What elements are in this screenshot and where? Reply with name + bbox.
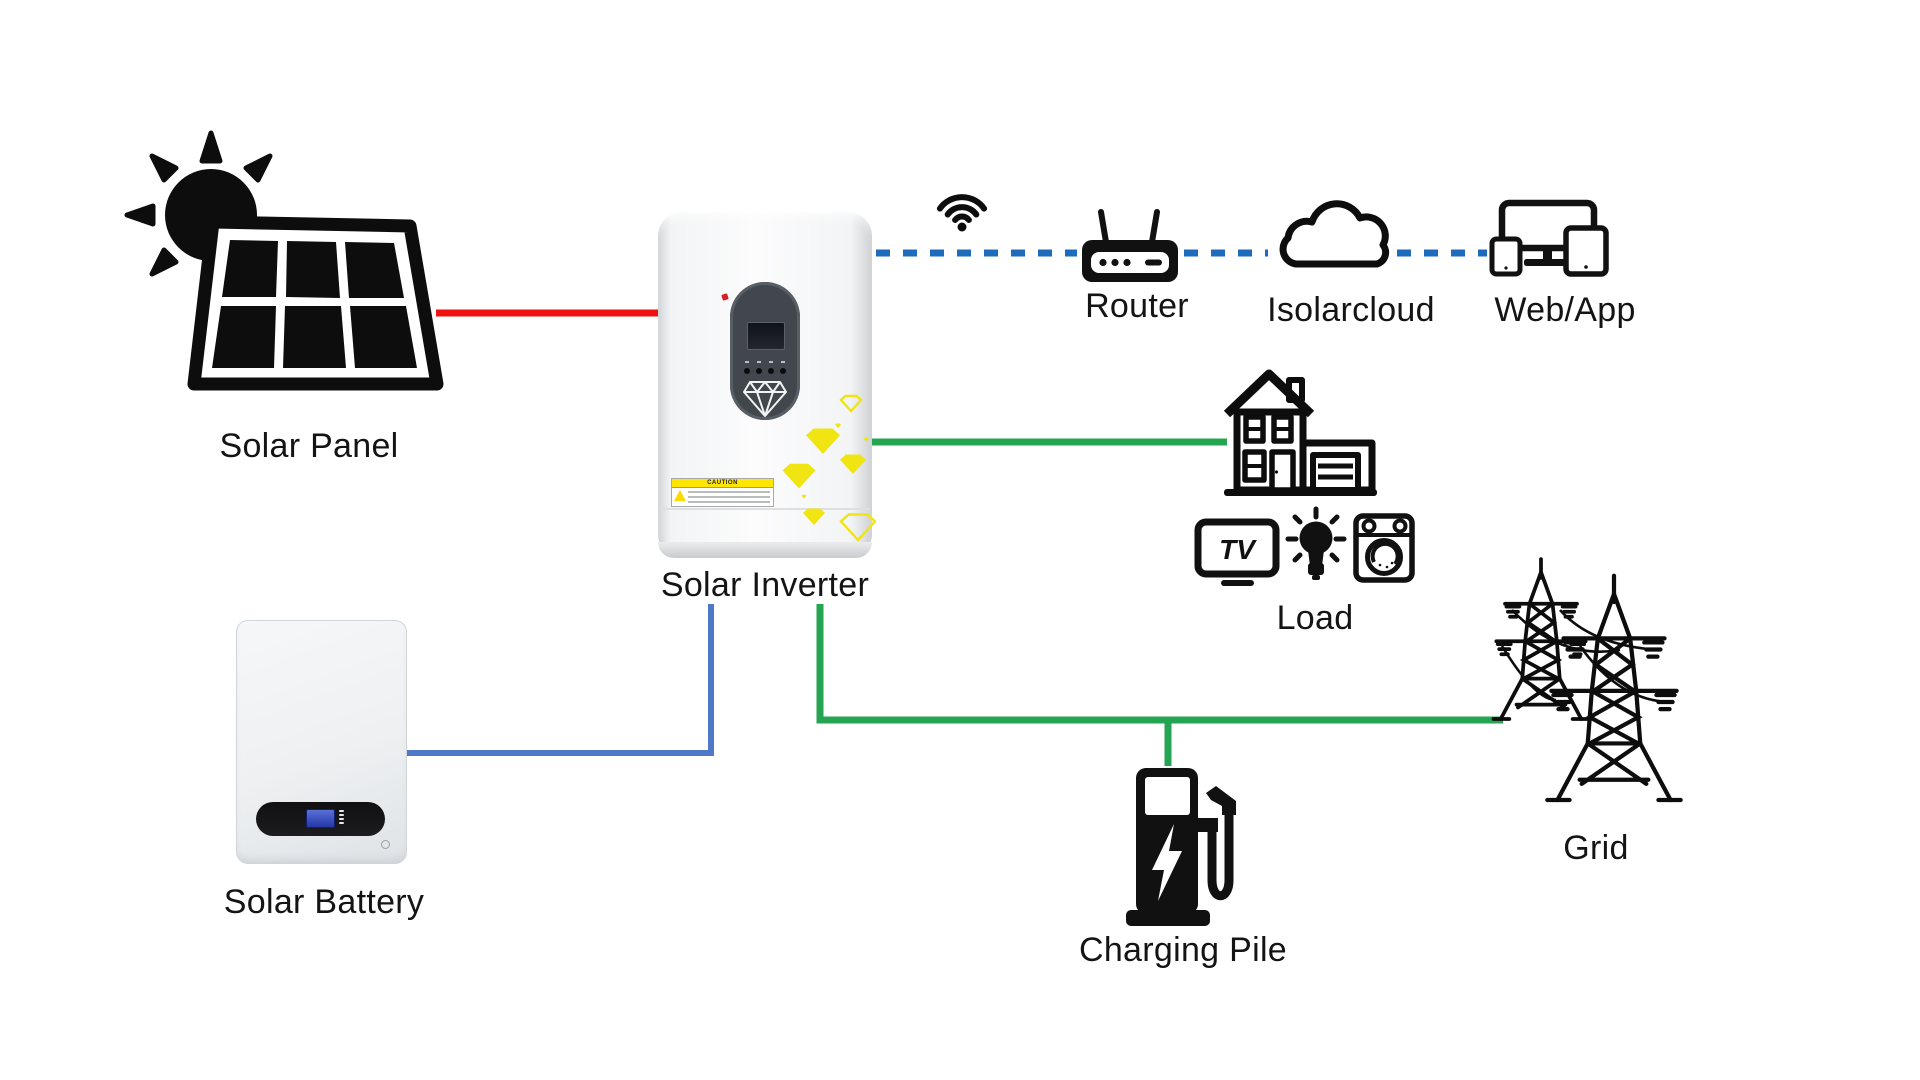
cloud-icon [1279,200,1390,268]
wifi-icon [936,194,988,232]
inverter-seam [660,508,870,510]
solar-panel-icon [187,215,444,391]
label-solar-panel: Solar Panel [219,427,399,465]
label-solar-battery: Solar Battery [223,883,425,921]
button-marks [730,361,800,363]
ac-grid-line [816,604,1503,724]
inverter-bottom-band [658,542,872,558]
battery-display-bar [256,802,385,836]
charging-pile-icon [1126,768,1236,926]
tv-icon: TV [1194,518,1280,586]
inverter-display-panel [730,282,800,420]
bulb-icon [1285,506,1347,580]
solar-battery-device [236,620,407,864]
inverter-buttons [730,368,800,374]
caution-text: CAUTION [672,479,773,488]
connection-lines [406,249,1503,766]
battery-lcd [306,809,335,828]
battery-logo [381,840,390,849]
inverter-lcd [747,322,785,350]
tv-text: TV [1219,534,1257,565]
battery-line [406,604,714,756]
status-led [721,293,729,301]
label-web-app: Web/App [1494,291,1636,329]
router-icon [1082,209,1178,282]
house-icon [1223,369,1377,496]
gem-decorations [782,394,876,542]
label-load: Load [1276,599,1354,637]
washing-machine-icon [1353,513,1415,583]
label-charging-pile: Charging Pile [1078,931,1288,969]
diamond-logo-icon [743,381,787,417]
label-router: Router [1085,287,1189,325]
grid-towers-icon [1491,557,1680,800]
warning-triangle-icon [674,490,686,501]
solar-inverter-device: CAUTION [658,212,876,558]
label-grid: Grid [1563,829,1629,867]
sun-icon [124,130,273,277]
label-isolarcloud: Isolarcloud [1267,291,1435,329]
power-wires [1500,609,1673,704]
label-solar-inverter: Solar Inverter [660,566,870,604]
battery-indicator-leds [339,810,344,824]
tower-large [1547,576,1680,800]
web-app-icon [1489,199,1609,277]
caution-label: CAUTION [671,478,774,507]
